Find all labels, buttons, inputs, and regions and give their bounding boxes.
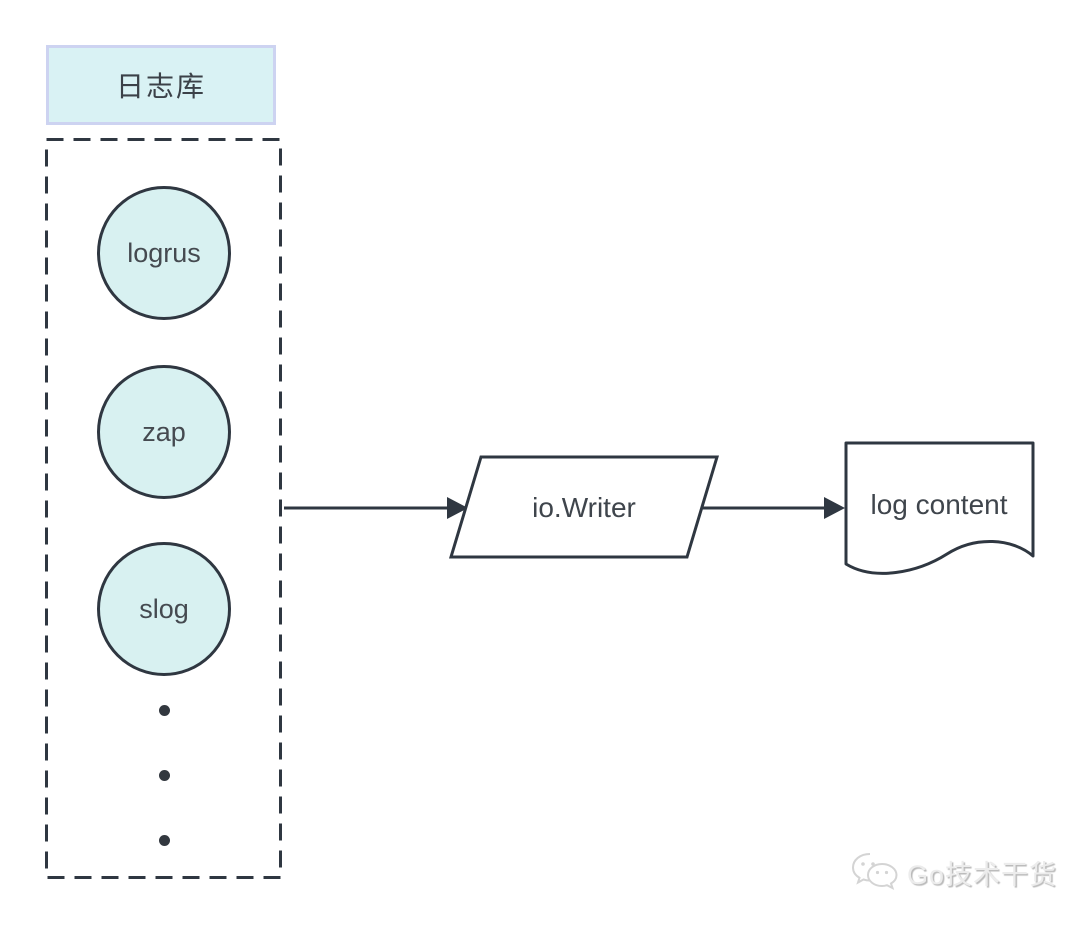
log-library-group-border xyxy=(45,138,282,879)
ellipsis-dot xyxy=(159,835,170,846)
log-content-node: log content xyxy=(844,441,1035,575)
arrowhead-icon xyxy=(824,497,845,519)
io-writer-label: io.Writer xyxy=(532,492,636,523)
arrowhead-icon xyxy=(447,497,468,519)
wechat-icon xyxy=(851,853,898,890)
arrow-group-to-writer xyxy=(284,497,468,519)
io-writer-node: io.Writer xyxy=(448,455,720,559)
node-slog: slog xyxy=(97,542,231,676)
node-zap: zap xyxy=(97,365,231,499)
node-slog-label: slog xyxy=(139,593,189,624)
ellipsis-dot xyxy=(159,770,170,781)
arrow-writer-to-output xyxy=(701,497,845,519)
log-library-title: 日志库 xyxy=(115,71,206,102)
node-logrus-label: logrus xyxy=(127,237,201,268)
node-logrus: logrus xyxy=(97,186,231,320)
watermark-label: Go技术干货 xyxy=(907,859,1058,890)
log-content-label: log content xyxy=(871,489,1008,520)
watermark: Go技术干货 xyxy=(848,850,1057,894)
log-library-title-box: 日志库 xyxy=(46,45,276,125)
ellipsis-dot xyxy=(159,705,170,716)
node-zap-label: zap xyxy=(142,416,186,447)
